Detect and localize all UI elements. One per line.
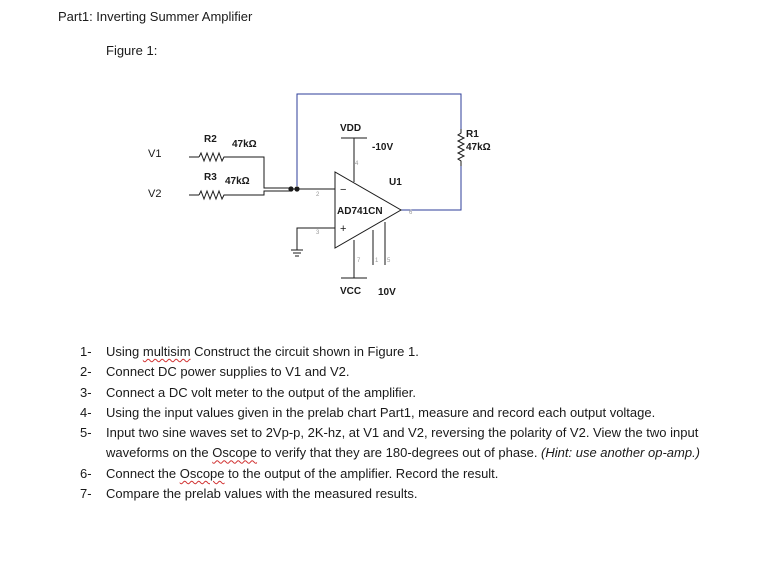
- instruction-list: 1- Using multisim Construct the circuit …: [80, 342, 726, 504]
- noninverting-ground-wire: [296, 227, 335, 250]
- r2-value-label: 47kΩ: [232, 139, 257, 150]
- vdd-value-label: -10V: [372, 142, 393, 153]
- r1-value-label: 47kΩ: [466, 142, 491, 153]
- hint-text: (Hint: use another op-amp.): [541, 445, 701, 461]
- pin-label-4: 4: [355, 161, 359, 167]
- v1-label: V1: [148, 148, 161, 160]
- r1-name-label: R1: [466, 129, 479, 140]
- opamp-ref-label: U1: [389, 177, 402, 188]
- spellcheck-word: Oscope: [212, 445, 258, 461]
- pin-label-3: 3: [316, 230, 320, 236]
- list-item: 3- Connect a DC volt meter to the output…: [80, 383, 726, 403]
- step-number: 3-: [80, 384, 92, 400]
- noninverting-sign: +: [340, 223, 346, 235]
- spellcheck-word: multisim: [142, 344, 191, 359]
- pin-label-7: 7: [357, 258, 361, 264]
- feedback-wire: [296, 93, 462, 186]
- list-item: 4- Using the input values given in the p…: [80, 403, 726, 423]
- r3-value-label: 47kΩ: [225, 176, 250, 187]
- list-item: 2- Connect DC power supplies to V1 and V…: [80, 362, 726, 382]
- v2-label: V2: [148, 188, 161, 200]
- circuit-schematic: − + 2 3 4 7 1 5 6 V1 V2 R2 47kΩ R3 47kΩ …: [148, 93, 491, 298]
- r1-resistor: [456, 129, 466, 166]
- r2-name-label: R2: [204, 134, 217, 145]
- step-number: 7-: [80, 486, 92, 502]
- vcc-label: VCC: [340, 286, 361, 297]
- step-number: 2-: [80, 364, 92, 380]
- inverting-sign: −: [340, 184, 346, 196]
- pin-label-1: 1: [375, 258, 379, 264]
- output-wire: [399, 166, 462, 211]
- r2-resistor: [198, 151, 228, 163]
- opamp-part-label: AD741CN: [337, 206, 383, 217]
- step-number: 6-: [80, 465, 92, 481]
- pin-label-2: 2: [316, 192, 320, 198]
- spellcheck-word: Oscope: [179, 465, 225, 481]
- step-number: 1-: [80, 344, 92, 359]
- step-number: 5-: [80, 425, 92, 441]
- step-number: 4-: [80, 404, 92, 420]
- pin-label-6: 6: [409, 210, 413, 216]
- pin-label-5: 5: [387, 258, 391, 264]
- vdd-label: VDD: [340, 123, 361, 134]
- r3-resistor: [198, 189, 228, 201]
- list-item: 5- Input two sine waves set to 2Vp-p, 2K…: [80, 423, 726, 464]
- list-item: 7- Compare the prelab values with the me…: [80, 484, 726, 504]
- r3-name-label: R3: [204, 172, 217, 183]
- r2-to-node-wire: [228, 156, 291, 189]
- page-heading: Part1: Inverting Summer Amplifier: [58, 9, 253, 24]
- vcc-value-label: 10V: [378, 287, 396, 298]
- opamp-triangle: [334, 171, 403, 249]
- list-item: 1- Using multisim Construct the circuit …: [80, 342, 726, 362]
- figure-label: Figure 1:: [106, 43, 158, 58]
- r3-to-node-wire: [228, 190, 291, 196]
- list-item: 6- Connect the Oscope to the output of t…: [80, 464, 726, 484]
